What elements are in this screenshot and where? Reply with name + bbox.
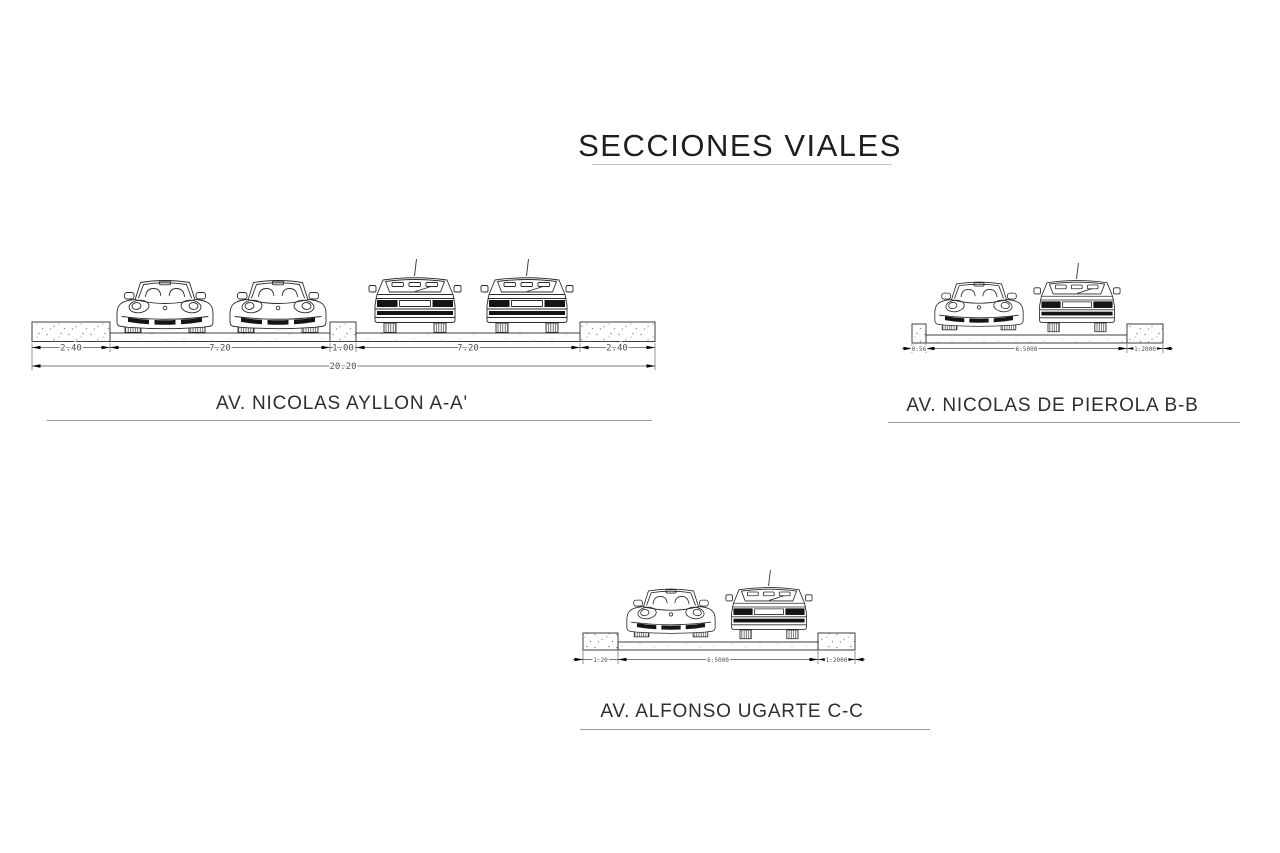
section-bb-title: AV. NICOLAS DE PIEROLA B-B (906, 395, 1199, 416)
dim-total: 20.20 (329, 362, 356, 372)
section-cc-dimensions: 1.20 6.5000 1.2000 (573, 651, 865, 665)
convertible-car-icon (229, 280, 327, 333)
section-aa-vehicles (116, 259, 574, 333)
dim-value: 7.20 (457, 344, 479, 354)
dim-value: 1.20 (593, 657, 608, 664)
sidewalk-curb (1126, 323, 1164, 344)
sedan-car-icon (1033, 263, 1121, 333)
section-aa-road (31, 321, 656, 342)
page-title-underline (592, 164, 892, 165)
sedan-car-icon (725, 570, 813, 640)
dim-value: 6.5000 (707, 657, 729, 664)
section-cc-title: AV. ALFONSO UGARTE C-C (600, 701, 864, 722)
sedan-car-icon (480, 259, 574, 333)
roadway (109, 332, 331, 342)
page-title: SECCIONES VIALES (578, 128, 902, 163)
convertible-car-icon (626, 588, 716, 638)
dim-value: 1.00 (332, 344, 354, 354)
section-bb-drawing: 0.56 6.5000 1.2000 (902, 263, 1173, 354)
roadway (617, 641, 819, 651)
roadway (925, 334, 1128, 344)
dim-value: 0.56 (912, 346, 927, 353)
section-cc-underline (580, 729, 930, 730)
dim-value: 2.40 (606, 344, 628, 354)
dim-value: 7.20 (209, 344, 231, 354)
sidewalk-curb (582, 632, 619, 651)
sidewalk-curb (579, 321, 656, 342)
dim-value: 1.2000 (1134, 346, 1156, 353)
section-bb-underline (888, 422, 1240, 423)
section-bb-road (911, 323, 1164, 344)
dim-value: 6.5000 (1016, 346, 1038, 353)
convertible-car-icon (116, 280, 214, 333)
section-cc-drawing: 1.20 6.5000 1.2000 (573, 570, 865, 665)
sidewalk-curb (31, 321, 111, 342)
dim-value: 1.2000 (826, 657, 848, 664)
section-aa-dimensions: 2.40 7.20 1.00 7.20 2.40 20.20 (31, 342, 656, 374)
section-aa-underline (47, 420, 652, 421)
sidewalk-curb (911, 323, 927, 344)
convertible-car-icon (934, 281, 1024, 331)
sidewalk-curb (817, 632, 856, 651)
section-bb-vehicles (934, 263, 1121, 333)
section-cc-road (582, 632, 856, 651)
sedan-car-icon (368, 259, 462, 333)
median-curb (329, 321, 357, 342)
section-aa-title: AV. NICOLAS AYLLON A-A' (216, 393, 468, 414)
section-aa-drawing: 2.40 7.20 1.00 7.20 2.40 20.20 (31, 259, 656, 374)
section-bb-dimensions: 0.56 6.5000 1.2000 (902, 344, 1173, 354)
dim-value: 2.40 (60, 344, 82, 354)
section-cc-vehicles (626, 570, 813, 640)
roadway (355, 332, 581, 342)
